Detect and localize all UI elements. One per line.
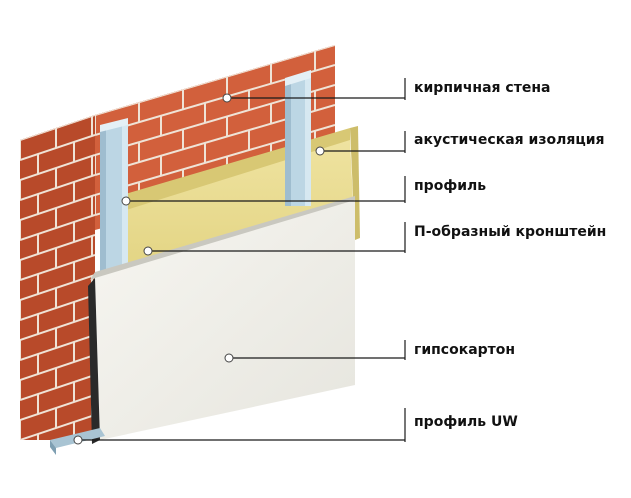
brick-wall-side xyxy=(20,115,95,440)
label-profile: профиль xyxy=(414,178,486,194)
callout-leaders xyxy=(78,78,406,442)
callout-dot-brick-wall xyxy=(222,93,232,103)
label-profile-uw: профиль UW xyxy=(414,414,518,430)
vertical-profile-right xyxy=(285,70,311,206)
label-brick-wall: кирпичная стена xyxy=(414,80,550,96)
label-drywall: гипсокартон xyxy=(414,342,515,358)
callout-dot-drywall xyxy=(224,353,234,363)
vertical-profile-left xyxy=(100,118,128,275)
label-u-bracket: П-образный кронштейн xyxy=(414,224,606,240)
drywall-sheet xyxy=(88,196,355,444)
callout-dot-insulation xyxy=(315,146,325,156)
callout-dot-uw-profile xyxy=(73,435,83,445)
callout-dot-bracket xyxy=(143,246,153,256)
callout-dot-profile xyxy=(121,196,131,206)
label-acoustic-insulation: акустическая изоляция xyxy=(414,132,605,148)
